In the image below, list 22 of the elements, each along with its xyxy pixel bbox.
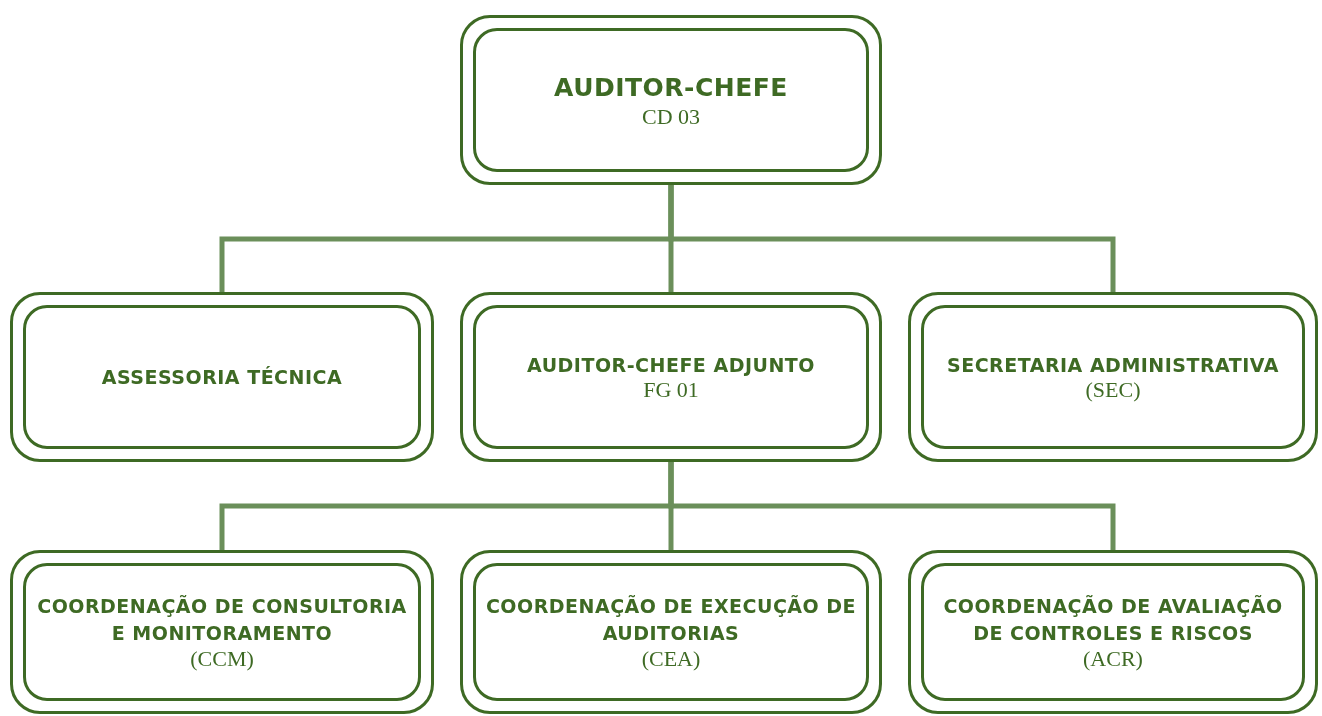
unit-code: (ACR) <box>1083 646 1143 671</box>
unit-title: SECRETARIA ADMINISTRATIVA <box>947 352 1279 378</box>
unit-title: ASSESSORIA TÉCNICA <box>101 364 343 390</box>
org-box <box>908 292 1318 462</box>
unit-title: COORDENAÇÃO DE AVALIAÇÃO DE CONTROLES E RISCOS <box>942 594 1284 646</box>
connector-line <box>668 462 1116 550</box>
connector-line <box>668 185 1116 292</box>
unit-title: AUDITOR-CHEFE <box>554 72 788 105</box>
org-box <box>460 550 882 714</box>
unit-code: FG 01 <box>643 378 699 403</box>
org-box <box>908 550 1318 714</box>
unit-code: (CEA) <box>641 646 701 671</box>
org-box <box>460 292 882 462</box>
unit-title: COORDENAÇÃO DE EXECUÇÃO DE AUDITORIAS <box>484 594 858 646</box>
org-box <box>460 15 882 185</box>
org-box <box>10 550 434 714</box>
unit-code: (CCM) <box>190 646 254 671</box>
unit-code: (SEC) <box>1085 378 1141 403</box>
unit-code: CD 03 <box>641 105 701 130</box>
unit-title: COORDENAÇÃO DE CONSULTORIA E MONITORAMENTO <box>36 594 408 646</box>
org-box <box>10 292 434 462</box>
unit-title: AUDITOR-CHEFE ADJUNTO <box>527 352 815 378</box>
